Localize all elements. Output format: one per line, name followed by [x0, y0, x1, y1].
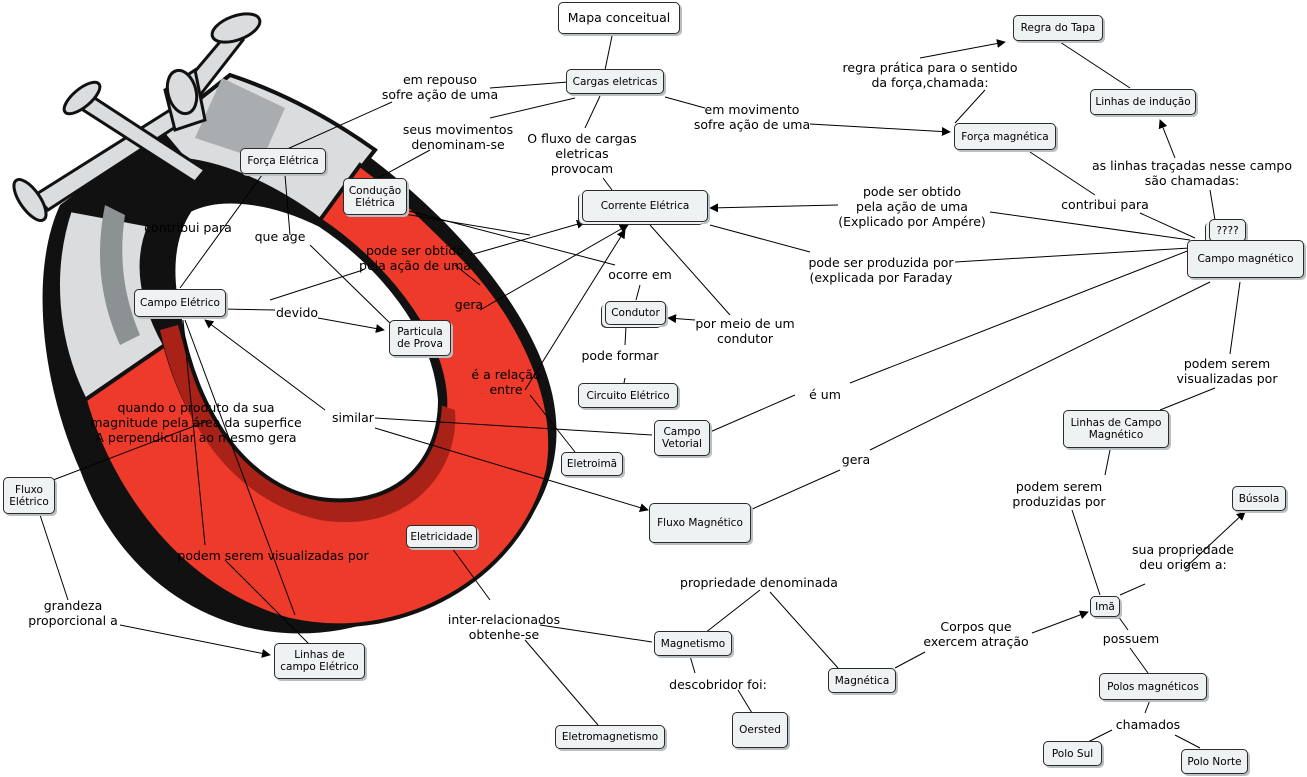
node-polos-magneticos[interactable]: Polos magnéticos — [1099, 673, 1207, 700]
link-devido: devido — [275, 305, 319, 320]
link-podem-serem-visualizadas-esquerda: podem serem visualizadas por — [177, 548, 369, 563]
node-polo-sul[interactable]: Polo Sul — [1043, 741, 1102, 766]
node-fluxo-magnetico[interactable]: Fluxo Magnético — [649, 503, 751, 543]
node-linhas-de-inducao[interactable]: Linhas de indução — [1090, 89, 1196, 115]
link-similar: similar — [332, 410, 374, 425]
node-ima[interactable]: Imã — [1090, 596, 1120, 617]
concept-links — [39, 35, 1246, 749]
node-linhas-de-campo-eletrico[interactable]: Linhas de campo Elétrico — [274, 643, 365, 679]
link-corpos-que: Corpos que exercem atração — [923, 619, 1029, 649]
node-cargas-eletricas[interactable]: Cargas eletricas — [566, 69, 664, 94]
node-campo-magnetico[interactable]: Campo magnético — [1187, 240, 1304, 278]
node-oersted[interactable]: Oersted — [732, 712, 788, 748]
link-e-um: é um — [809, 387, 841, 402]
node-magnetismo[interactable]: Magnetismo — [654, 631, 732, 656]
node-eletricidade[interactable]: Eletricidade — [406, 525, 477, 548]
node-interrogacao[interactable]: ???? — [1209, 219, 1246, 242]
node-conducao-eletrica[interactable]: Condução Elétrica — [343, 178, 407, 215]
link-linhas-tracadas: as linhas traçadas nesse campo são chama… — [1092, 158, 1292, 188]
node-mapa-conceitual[interactable]: Mapa conceitual — [558, 2, 680, 34]
node-eletromagnetismo[interactable]: Eletromagnetismo — [555, 725, 665, 749]
link-propriedade-denominada: propriedade denominada — [680, 575, 838, 590]
link-podem-serem-visualizadas-direita: podem serem visualizadas por — [1176, 356, 1278, 386]
node-bussola[interactable]: Bússola — [1232, 486, 1286, 511]
node-magnetica[interactable]: Magnética — [828, 668, 896, 693]
node-polo-norte[interactable]: Polo Norte — [1181, 749, 1248, 774]
link-quando-o-produto: quando o produto da sua magnitude pela á… — [90, 400, 302, 445]
link-chamados: chamados — [1115, 717, 1181, 732]
link-pode-ser-produzida: pode ser produzida por (explicada por Fa… — [808, 255, 954, 285]
link-e-a-relacao: é a relação entre — [471, 367, 541, 397]
link-sua-propriedade: sua propriedade deu origem a: — [1132, 542, 1234, 572]
node-circuito-eletrico[interactable]: Circuito Elétrico — [578, 383, 678, 408]
link-podem-serem-produzidas: podem serem produzidas por — [1012, 479, 1106, 509]
link-que-age: que age — [254, 229, 306, 244]
link-contribui-para-esquerda: contribui para — [144, 220, 232, 235]
node-condutor[interactable]: Condutor — [605, 301, 666, 325]
link-em-repouso: em repouso sofre ação de uma — [381, 72, 499, 102]
link-por-meio-de: por meio de um condutor — [695, 316, 795, 346]
link-regra-pratica: regra prática para o sentido da força,ch… — [842, 60, 1018, 90]
link-inter-relacionados: inter-relacionados obtenhe-se — [447, 612, 561, 642]
link-contribui-para-direita: contribui para — [1061, 197, 1149, 212]
node-campo-eletrico[interactable]: Campo Elétrico — [134, 289, 226, 317]
link-pode-ser-obtido-acao: pode ser obtido pela ação de uma — [359, 243, 471, 273]
node-linhas-de-campo-magnetico[interactable]: Linhas de Campo Magnético — [1063, 410, 1169, 448]
link-pode-ser-obtido-ampere: pode ser obtido pela ação de uma (Explic… — [838, 184, 986, 229]
link-ocorre-em: ocorre em — [608, 267, 672, 282]
link-gera-esquerda: gera — [454, 297, 484, 312]
node-campo-vetorial[interactable]: Campo Vetorial — [654, 420, 710, 456]
node-regra-do-tapa[interactable]: Regra do Tapa — [1013, 15, 1103, 41]
link-descobridor: descobridor foi: — [669, 677, 767, 692]
link-grandeza: grandeza proporcional a — [28, 598, 118, 628]
node-forca-magnetica[interactable]: Força magnética — [954, 123, 1056, 150]
link-em-movimento: em movimento sofre ação de uma — [693, 102, 811, 132]
link-seus-movimentos: seus movimentos denominam-se — [402, 122, 514, 152]
link-possuem: possuem — [1102, 631, 1160, 646]
link-gera-direita: gera — [841, 452, 871, 467]
node-eletroima[interactable]: Eletroimã — [561, 452, 623, 476]
node-particula-de-prova[interactable]: Particula de Prova — [389, 320, 451, 356]
link-o-fluxo: O fluxo de cargas eletricas provocam — [527, 131, 637, 176]
link-pode-formar: pode formar — [581, 348, 659, 363]
node-corrente-eletrica[interactable]: Corrente Elétrica — [582, 190, 708, 222]
node-forca-eletrica[interactable]: Força Elétrica — [240, 148, 326, 174]
node-fluxo-eletrico[interactable]: Fluxo Elétrico — [3, 477, 55, 514]
